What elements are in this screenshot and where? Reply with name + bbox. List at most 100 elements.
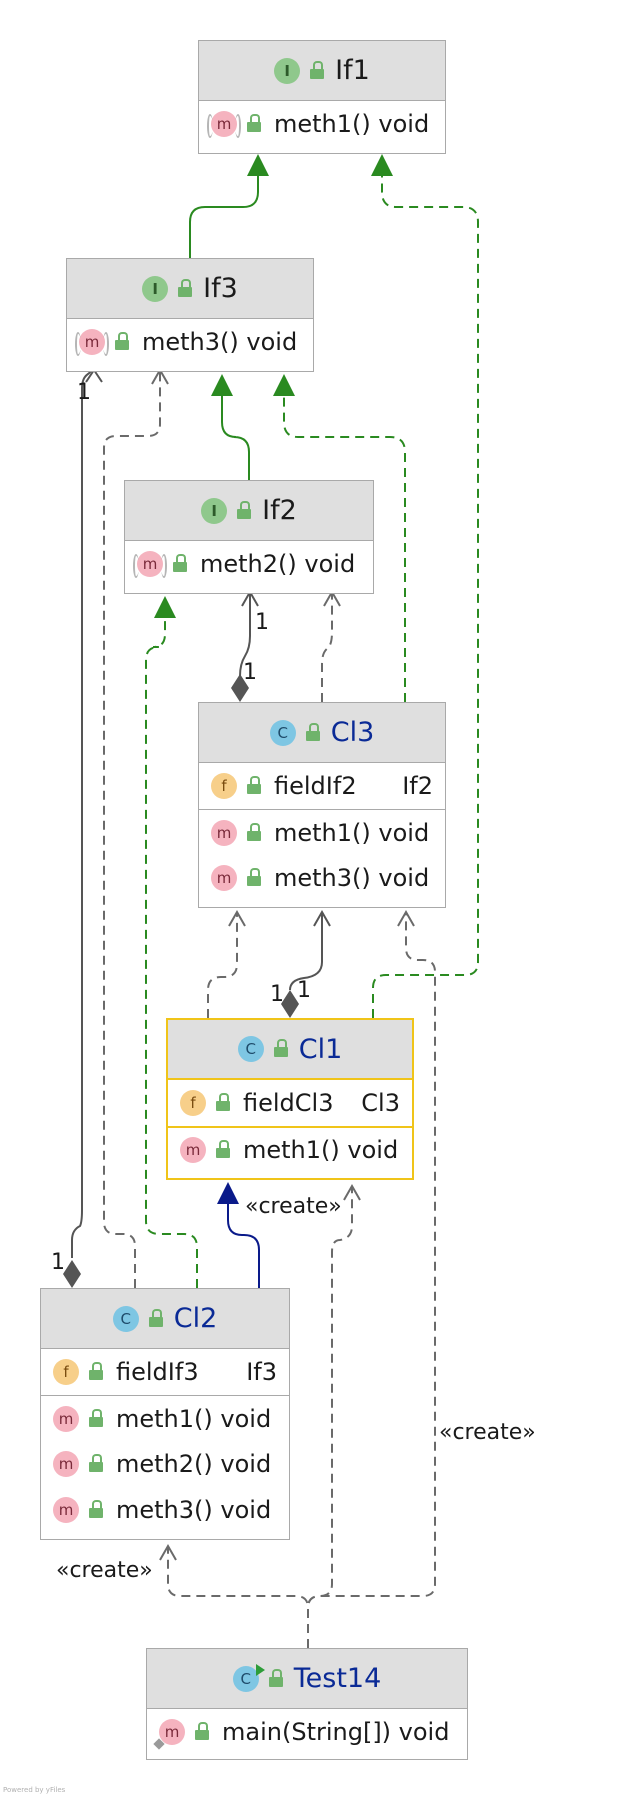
- class-box-cl2[interactable]: C Cl2 f fieldIf3 If3 m meth1() void m me…: [40, 1288, 290, 1540]
- lock-icon: [246, 822, 262, 844]
- method-signature: meth3() void: [142, 328, 298, 356]
- class-box-test14[interactable]: C Test14 m main(String[]) void: [146, 1648, 468, 1760]
- method-row[interactable]: m meth1() void: [199, 101, 445, 147]
- field-type: If2: [402, 772, 433, 800]
- edge-cl3-implements-if3: [283, 378, 406, 702]
- interface-icon: I: [274, 57, 301, 84]
- static-method-icon: m: [159, 1719, 185, 1745]
- arrowhead-if1-a: [247, 154, 269, 176]
- field-row[interactable]: f fieldIf2 If2: [199, 763, 445, 809]
- lock-icon: [273, 1038, 289, 1060]
- arrowhead-cl1-extends: [217, 1182, 239, 1204]
- lock-icon: [215, 1092, 231, 1114]
- arrowhead-cl1-open: [343, 1183, 361, 1201]
- field-icon: f: [180, 1090, 206, 1116]
- class-box-cl1[interactable]: C Cl1 f fieldCl3 Cl3 m meth1() void: [166, 1018, 414, 1180]
- field-name: fieldIf2: [274, 772, 357, 800]
- field-icon: f: [211, 773, 237, 799]
- multiplicity-label: 1: [51, 1250, 65, 1275]
- edge-cl2-implements-if2: [145, 600, 198, 1288]
- edge-cl1-composition-cl3: [289, 912, 323, 991]
- method-row[interactable]: m meth1() void: [199, 809, 445, 855]
- lock-icon: [194, 1721, 210, 1743]
- arrowhead-if3-b: [273, 374, 295, 396]
- method-signature: meth1() void: [274, 818, 430, 847]
- lock-icon: [246, 775, 262, 797]
- multiplicity-label: 1: [243, 660, 257, 685]
- class-header-if2: I If2: [125, 481, 373, 541]
- runnable-class-icon: C: [232, 1663, 265, 1692]
- lock-icon: [148, 1308, 164, 1330]
- edge-cl2-composition-if3: [71, 357, 95, 1258]
- edge-cl3-composition-if2: [239, 592, 251, 677]
- class-header-test14: C Test14: [147, 1649, 467, 1709]
- method-signature: meth1() void: [243, 1136, 399, 1164]
- lock-icon: [246, 867, 262, 889]
- method-signature: main(String[]) void: [222, 1718, 450, 1746]
- edge-cl3-depends-if2: [321, 592, 333, 702]
- method-icon: m: [53, 1451, 79, 1477]
- method-row[interactable]: m main(String[]) void: [147, 1709, 467, 1755]
- method-row[interactable]: m meth2() void: [125, 541, 373, 587]
- interface-icon: I: [142, 275, 169, 302]
- class-header-if3: I If3: [67, 259, 313, 319]
- abstract-method-icon: m: [133, 551, 167, 578]
- field-row[interactable]: f fieldIf3 If3: [41, 1349, 289, 1395]
- lock-icon: [88, 1361, 104, 1383]
- arrowhead-cl3-open-b: [228, 909, 246, 927]
- class-name: If3: [203, 273, 238, 304]
- composition-diamond-cl2: [63, 1260, 81, 1288]
- class-header-cl1: C Cl1: [168, 1020, 412, 1080]
- class-name: Cl1: [298, 1033, 343, 1065]
- multiplicity-label: 1: [77, 380, 91, 405]
- method-signature: meth2() void: [116, 1450, 272, 1478]
- method-row[interactable]: m meth3() void: [67, 319, 313, 365]
- class-header-cl3: C Cl3: [199, 703, 445, 763]
- arrowhead-if1-b: [371, 154, 393, 176]
- field-name: fieldIf3: [116, 1358, 199, 1386]
- powered-by-label: Powered by yFiles: [3, 1786, 66, 1794]
- lock-icon: [172, 553, 188, 575]
- method-row[interactable]: m meth2() void: [41, 1441, 289, 1487]
- method-signature: meth3() void: [116, 1496, 272, 1524]
- field-name: fieldCl3: [243, 1089, 334, 1117]
- lock-icon: [88, 1499, 104, 1521]
- lock-icon: [246, 113, 262, 135]
- method-icon: m: [211, 865, 237, 891]
- class-box-cl3[interactable]: C Cl3 f fieldIf2 If2 m meth1() void m me…: [198, 702, 446, 908]
- lock-icon: [177, 278, 193, 300]
- method-signature: meth2() void: [200, 550, 356, 578]
- lock-icon: [236, 500, 252, 522]
- abstract-method-icon: m: [207, 111, 241, 138]
- multiplicity-label: 1: [255, 610, 269, 635]
- method-signature: meth1() void: [116, 1404, 272, 1433]
- edge-cl2-depends-if3: [103, 370, 161, 1288]
- field-row[interactable]: f fieldCl3 Cl3: [168, 1080, 412, 1126]
- class-box-if1[interactable]: I If1 m meth1() void: [198, 40, 446, 154]
- create-label: «create»: [245, 1194, 342, 1219]
- class-box-if3[interactable]: I If3 m meth3() void: [66, 258, 314, 372]
- edge-cl1-depends-cl3: [207, 912, 238, 1018]
- class-box-if2[interactable]: I If2 m meth2() void: [124, 480, 374, 594]
- class-icon: C: [112, 1305, 139, 1332]
- method-row[interactable]: m meth1() void: [41, 1395, 289, 1441]
- method-row[interactable]: m meth3() void: [199, 855, 445, 901]
- class-header-if1: I If1: [199, 41, 445, 101]
- arrowhead-if2: [154, 596, 176, 618]
- method-row[interactable]: m meth1() void: [168, 1126, 412, 1172]
- create-label: «create»: [439, 1420, 536, 1445]
- lock-icon: [88, 1453, 104, 1475]
- method-icon: m: [180, 1137, 206, 1163]
- composition-diamond-cl1: [281, 990, 299, 1018]
- arrowhead-cl3-open-a: [313, 909, 331, 927]
- method-signature: meth1() void: [274, 110, 430, 138]
- lock-icon: [88, 1408, 104, 1430]
- lock-icon: [215, 1139, 231, 1161]
- composition-diamond-cl3: [231, 674, 249, 702]
- method-row[interactable]: m meth3() void: [41, 1487, 289, 1533]
- method-icon: m: [53, 1405, 79, 1432]
- edge-if2-extends-if3: [221, 378, 250, 480]
- arrowhead-if3-a: [211, 374, 233, 396]
- multiplicity-label: 1: [270, 982, 284, 1007]
- class-name: Cl3: [330, 717, 375, 748]
